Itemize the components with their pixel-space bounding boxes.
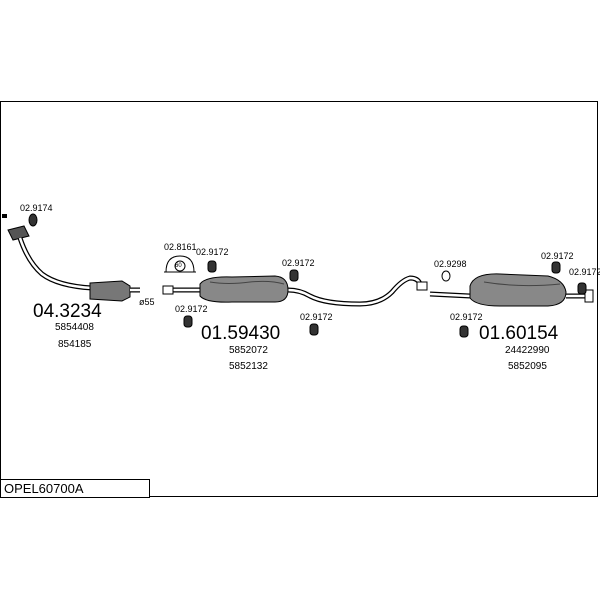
drawing-frame [0, 101, 598, 497]
assembly-ref: 5852072 [229, 345, 268, 356]
assembly-ref: 854185 [58, 339, 92, 350]
mount-icon [289, 269, 299, 282]
part-9172-label: 02.9172 [282, 258, 315, 268]
middle-pipe [162, 275, 423, 307]
part-9298-label: 02.9298 [434, 259, 467, 269]
ring-icon [441, 270, 451, 282]
part-9172-label: 02.9172 [569, 267, 600, 277]
part-8161-label: 02.8161 [164, 242, 197, 252]
front-downpipe [7, 225, 93, 291]
title-box: OPEL60700A [0, 479, 150, 498]
part-9172-label: 02.9172 [450, 312, 483, 322]
mount-icon [459, 325, 469, 338]
corner-marker [2, 214, 7, 218]
rubber-mounts [28, 213, 587, 338]
clamp-size-label: 60 [175, 263, 182, 269]
diagram-title: OPEL60700A [4, 481, 84, 496]
mount-icon [551, 261, 561, 274]
catalytic-converter [89, 280, 140, 302]
part-9172-label: 02.9172 [541, 251, 574, 261]
mount-icon [309, 323, 319, 336]
assembly-ref: 5852095 [508, 361, 547, 372]
middle-silencer [199, 275, 289, 303]
gasket-icon [28, 213, 38, 227]
rear-silencer [469, 273, 594, 307]
assembly-code: 04.3234 [33, 301, 102, 322]
assembly-code: 01.60154 [479, 323, 559, 344]
assembly-code: 01.59430 [201, 323, 281, 344]
clamp-icon [164, 255, 196, 273]
mount-icon [207, 260, 217, 273]
part-9174-label: 02.9174 [20, 203, 53, 213]
mount-icon [577, 282, 587, 295]
assembly-ref: 5852132 [229, 361, 268, 372]
mount-icon [183, 315, 193, 328]
assembly-ref: 5854408 [55, 322, 94, 333]
diameter-label: ø55 [139, 297, 155, 307]
part-9172-label: 02.9172 [175, 304, 208, 314]
assembly-ref: 24422990 [505, 345, 550, 356]
part-9172-label: 02.9172 [196, 247, 229, 257]
part-9172-label: 02.9172 [300, 312, 333, 322]
rear-pipe [416, 281, 585, 299]
